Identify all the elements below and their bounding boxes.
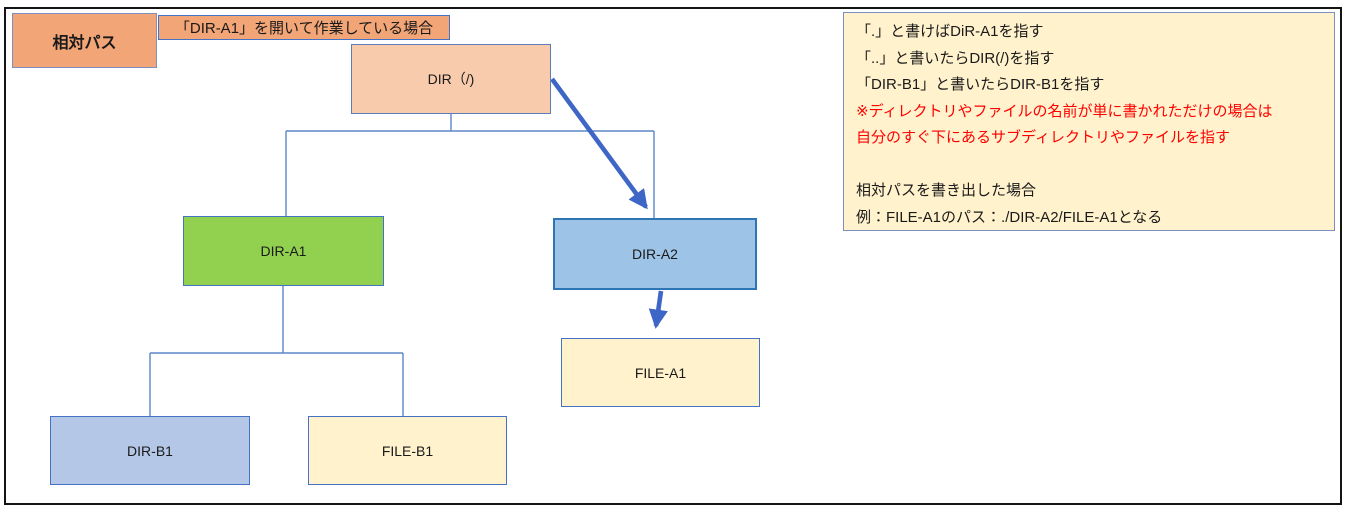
connector-root-children [285, 114, 655, 218]
node-dir-root-label: DIR（/) [427, 71, 475, 87]
note-line: 例：FILE-A1のパス：./DIR-A2/FILE-A1となる [856, 208, 1163, 226]
connector-dir-a1-children [149, 286, 404, 416]
context-banner: 「DIR-A1」を開いて作業している場合 [158, 15, 450, 40]
note-line-blank [856, 152, 1322, 179]
node-dir-b1-label: DIR-B1 [127, 442, 173, 459]
note-line: 「.」と書けばDiR-A1を指す [856, 23, 1044, 40]
note-line: 相対パスを書き出した場合 [856, 182, 1037, 199]
thick-arrow-root-to-dir-a2 [550, 77, 648, 210]
node-dir-a1-label: DIR-A1 [260, 243, 307, 259]
node-dir-a2-label: DIR-A2 [632, 246, 678, 262]
outer-frame [4, 7, 1342, 505]
node-dir-a2: DIR-A2 [553, 218, 757, 290]
note-line: 「DIR-B1」と書いたらDIR-B1を指す [856, 76, 1105, 93]
context-banner-label: 「DIR-A1」を開いて作業している場合 [174, 20, 434, 37]
node-file-a1: FILE-A1 [561, 338, 760, 407]
thick-arrow-dir-a2-to-file-a1 [648, 290, 668, 329]
note-line: ※ディレクトリやファイルの名前が単に書かれただけの場合は [856, 102, 1273, 120]
node-file-a1-label: FILE-A1 [634, 364, 687, 381]
node-file-b1: FILE-B1 [308, 416, 507, 485]
legend-box: 相対パス [12, 13, 157, 68]
note-box: 「.」と書けばDiR-A1を指す 「..」と書いたらDIR(/)を指す 「DIR… [843, 12, 1335, 231]
note-line: 「..」と書いたらDIR(/)を指す [856, 49, 1055, 67]
node-dir-root: DIR（/) [351, 44, 551, 114]
legend-label: 相対パス [52, 34, 117, 52]
note-line: 自分のすぐ下にあるサブディレクトリやファイルを指す [856, 129, 1230, 146]
node-file-b1-label: FILE-B1 [381, 442, 434, 459]
node-dir-a1: DIR-A1 [183, 216, 384, 286]
node-dir-b1: DIR-B1 [50, 416, 250, 485]
